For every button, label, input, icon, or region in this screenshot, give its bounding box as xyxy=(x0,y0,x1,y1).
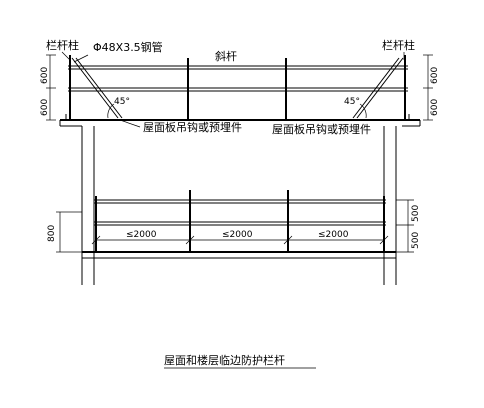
dim-top-left-upper: 600 xyxy=(40,67,50,84)
span-label-1: ≤2000 xyxy=(126,230,157,240)
diagonal-brace-right-inner xyxy=(352,57,400,119)
span-tick xyxy=(91,235,101,245)
span-label-3: ≤2000 xyxy=(318,230,349,240)
diagonal-brace-right xyxy=(356,57,404,119)
span-tick xyxy=(379,235,389,245)
dim-bottom-right-lower: 500 xyxy=(411,232,421,249)
span-tick xyxy=(283,235,293,245)
span-tick xyxy=(185,235,195,245)
diagonal-brace-left xyxy=(71,57,119,119)
span-label-2: ≤2000 xyxy=(222,230,253,240)
angle-arc-left xyxy=(107,103,115,119)
label-steel-pipe: Φ48X3.5钢管 xyxy=(93,40,163,54)
angle-label-left: 45° xyxy=(114,97,130,107)
roof-railing-figure: 45° 45° 栏杆柱 栏杆柱 Φ48X3.5钢管 斜杆 屋面板吊钩或预埋件 屋… xyxy=(40,38,440,136)
building-walls xyxy=(81,126,397,285)
dim-top-right-lower: 600 xyxy=(430,99,440,116)
label-embed-right: 屋面板吊钩或预埋件 xyxy=(272,122,371,136)
label-embed-left: 屋面板吊钩或预埋件 xyxy=(143,120,242,134)
leader-embed-left xyxy=(119,119,141,128)
dim-bottom-right-upper: 500 xyxy=(411,205,421,222)
floor-railing-figure: ≤2000 ≤2000 ≤2000 800 500 500 xyxy=(47,190,421,259)
drawing-caption: 屋面和楼层临边防护栏杆 xyxy=(164,353,285,367)
leader-pipe xyxy=(73,54,89,63)
leader-post-left xyxy=(61,51,71,61)
angle-label-right: 45° xyxy=(344,97,360,107)
label-diagonal-brace: 斜杆 xyxy=(215,49,237,63)
angle-arc-right xyxy=(359,103,367,119)
label-post-right: 栏杆柱 xyxy=(382,38,415,52)
dim-top-left-lower: 600 xyxy=(40,99,50,116)
diagonal-brace-left-inner xyxy=(75,57,123,119)
dim-bottom-left: 800 xyxy=(47,225,57,242)
dim-top-right-upper: 600 xyxy=(430,67,440,84)
label-post-left: 栏杆柱 xyxy=(46,38,79,52)
